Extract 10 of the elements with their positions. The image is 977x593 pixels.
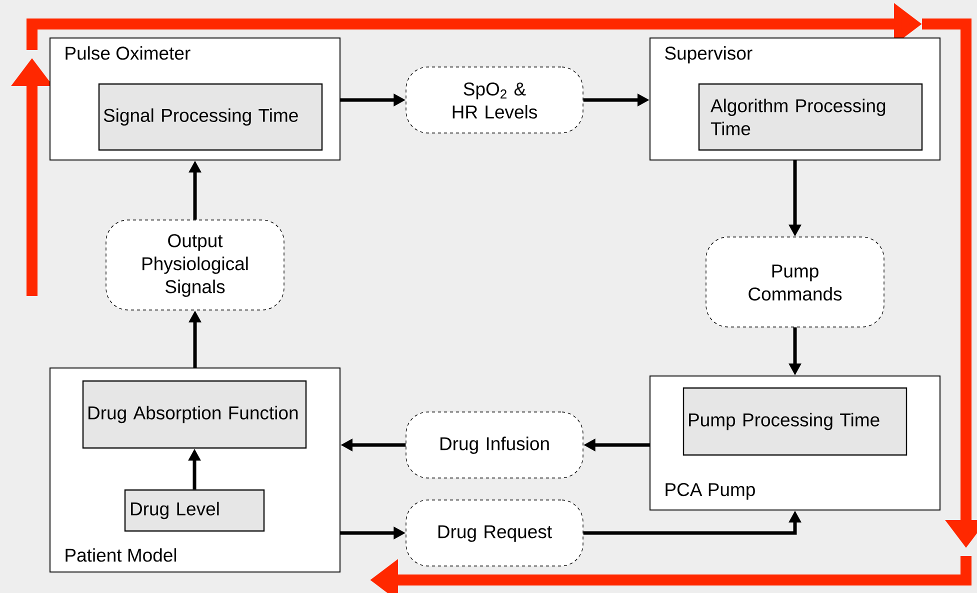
signal-bubble: Pump Commands xyxy=(706,236,884,328)
process-box: Pump Processing Time xyxy=(682,387,908,456)
process-box: Drug Level xyxy=(124,489,265,532)
signal-bubble: Drug Infusion xyxy=(406,412,584,478)
process-box: Signal Processing Time xyxy=(98,83,323,151)
process-box: Algorithm Processing Time xyxy=(698,83,923,151)
signal-bubble: Drug Request xyxy=(406,500,584,566)
signal-bubble: SpO$_{2}$ & HR Levels xyxy=(406,66,584,134)
signal-bubble: Output Physiological Signals xyxy=(106,220,284,310)
process-box: Drug Absorption Function xyxy=(82,380,307,449)
